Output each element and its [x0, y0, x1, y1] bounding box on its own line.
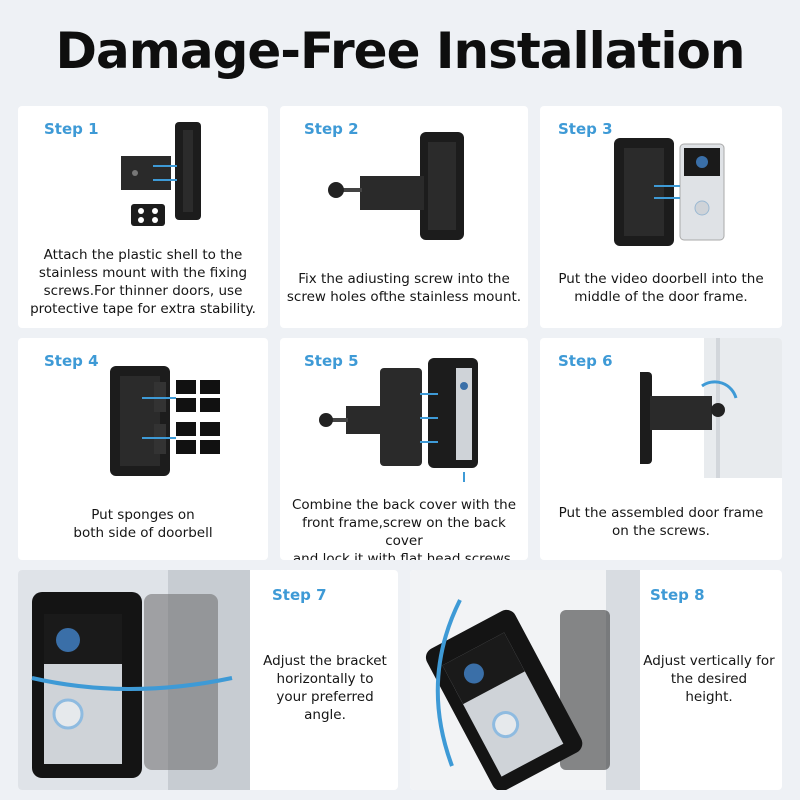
sponge-illustration [106, 362, 226, 482]
step-2-label: Step 2 [304, 120, 359, 138]
step-1-label: Step 1 [44, 120, 99, 138]
step-1-description: Attach the plastic shell to the stainles… [30, 247, 256, 317]
step-2-description: Fix the adiusting screw into the screw h… [286, 271, 522, 305]
step-4-card: Step 4 Put sponges on both side of doorb… [18, 338, 268, 560]
vertical-adjust-photo [410, 570, 640, 790]
step-3-description: Put the video doorbell into the middle o… [558, 271, 764, 305]
back-cover-illustration [316, 354, 486, 484]
page-title: Damage-Free Installation [55, 22, 746, 80]
step-6-card: Step 6 Put the assembled door frame on t… [540, 338, 782, 560]
step-4-description: Put sponges on both side of doorbell [73, 507, 213, 541]
step-5-label: Step 5 [304, 352, 359, 370]
step-6-description: Put the assembled door frame on the scre… [558, 505, 764, 539]
step-7-label: Step 7 [272, 586, 327, 604]
doorbell-insert-illustration [610, 134, 740, 254]
step-3-label: Step 3 [558, 120, 613, 138]
step-8-description: Adjust vertically for the desired height… [643, 653, 775, 705]
step-1-card: Step 1 Attach the plastic shell to the s… [18, 106, 268, 328]
step-2-card: Step 2 Fix the adiusting screw into the … [280, 106, 528, 328]
step-6-label: Step 6 [558, 352, 613, 370]
step-8-card: Step 8 Adjust vertically for the desired… [410, 570, 782, 790]
step-5-description: Combine the back cover with the front fr… [291, 497, 517, 560]
step-3-card: Step 3 Put the video doorbell into the m… [540, 106, 782, 328]
horizontal-adjust-photo [18, 570, 250, 790]
step-7-description: Adjust the bracket horizontally to your … [263, 653, 387, 723]
step-4-label: Step 4 [44, 352, 99, 370]
step-5-card: Step 5 Combine the back cover with the f… [280, 338, 528, 560]
step-8-label: Step 8 [650, 586, 705, 604]
step-7-card: Step 7 Adjust the bracket horizontally t… [18, 570, 398, 790]
adjusting-screw-illustration [320, 126, 480, 246]
door-frame-wall-illustration [640, 338, 782, 478]
mount-shell-illustration [113, 116, 233, 226]
